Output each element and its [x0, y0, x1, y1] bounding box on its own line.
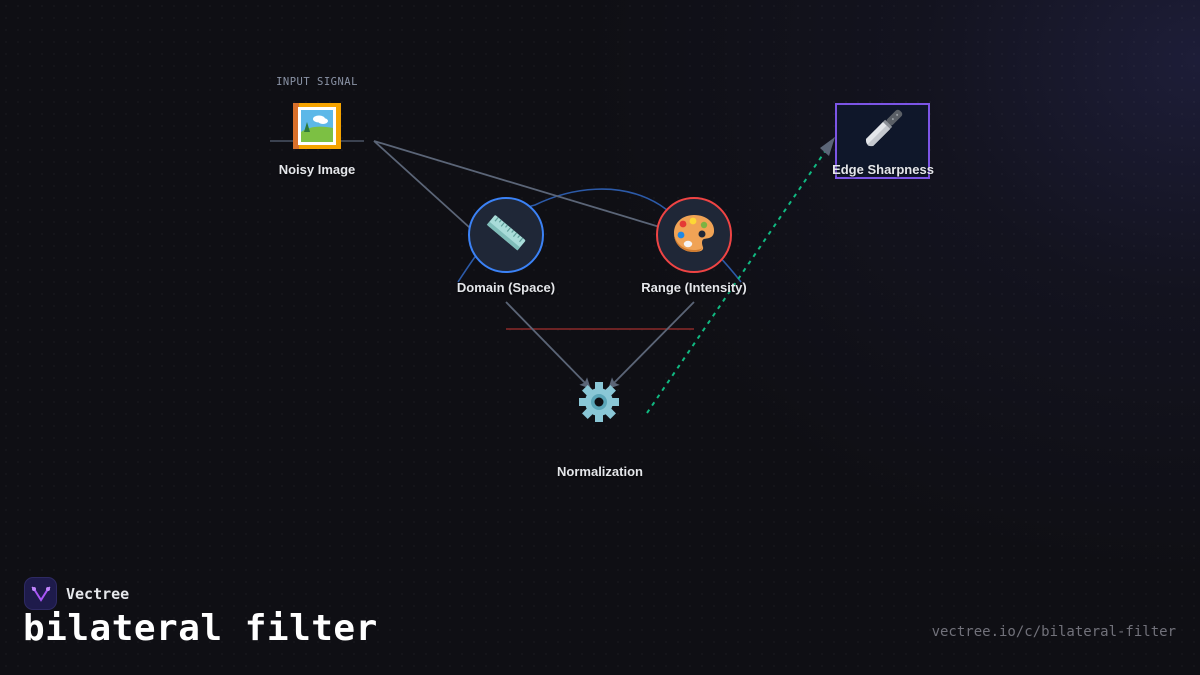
page-url-link[interactable]: vectree.io/c/bilateral-filter [931, 624, 1176, 640]
node-square-edge-sharpness [835, 103, 930, 179]
node-label-range: Range (Intensity) [641, 280, 747, 295]
node-label-edge-sharpness: Edge Sharpness [832, 162, 934, 177]
node-range[interactable]: Range (Intensity) [641, 197, 747, 297]
node-label-domain: Domain (Space) [456, 280, 556, 295]
node-label-normalization: Normalization [557, 464, 643, 479]
edge-noisy-image-range [373, 140, 675, 234]
brand-name: Vectree [66, 584, 130, 603]
vectree-logo-icon [24, 577, 57, 610]
node-edge-sharpness[interactable]: Edge Sharpness [832, 103, 934, 179]
node-domain[interactable]: Domain (Space) [457, 197, 555, 297]
edge-domain-normalization [505, 301, 591, 389]
artist-palette-icon [671, 212, 717, 259]
node-kicker-input-signal: INPUT SIGNAL [276, 76, 358, 88]
page-title: bilateral filter [23, 608, 378, 649]
node-circle-range [656, 197, 732, 273]
edge-noisy-image-domain [373, 140, 481, 238]
framed-picture-icon [292, 102, 342, 150]
node-normalization[interactable]: Normalization [557, 378, 643, 483]
node-label-noisy-image: Noisy Image [278, 162, 356, 177]
node-noisy-image[interactable]: INPUT SIGNAL Noisy Image [270, 70, 365, 180]
kitchen-knife-icon [859, 106, 907, 157]
ruler-icon [484, 211, 528, 260]
arrowhead-edge-sharpness [820, 137, 835, 156]
edge-range-normalization [608, 301, 695, 389]
node-circle-domain [468, 197, 544, 273]
brand: Vectree [24, 577, 129, 610]
gear-icon [577, 380, 621, 429]
